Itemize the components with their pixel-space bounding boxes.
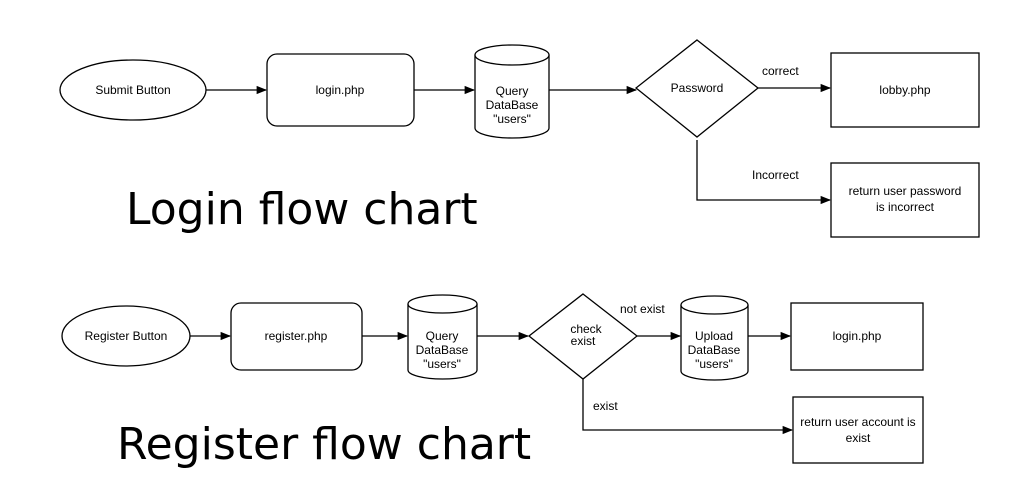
edge-label-not-exist: not exist <box>620 302 665 316</box>
return-account-line2: exist <box>846 431 871 445</box>
login-query-db-line1: Query <box>496 84 529 98</box>
register-php-label: register.php <box>265 329 328 343</box>
edge-label-exist: exist <box>593 399 618 413</box>
login-flow: Submit Button login.php Query DataBase "… <box>59 39 980 238</box>
check-label-line1: check <box>570 322 602 336</box>
upload-db-line3: "users" <box>695 357 733 371</box>
node-password-decision: Password <box>634 39 760 138</box>
register-login-php-label: login.php <box>833 329 882 343</box>
login-query-db-line3: "users" <box>493 112 531 126</box>
edge-check-exist <box>582 378 794 435</box>
register-query-db-line2: DataBase <box>416 343 469 357</box>
edge-label-incorrect: Incorrect <box>752 168 799 182</box>
register-query-db-line1: Query <box>426 329 459 343</box>
return-password-line2: is incorrect <box>876 200 935 214</box>
register-query-db-line3: "users" <box>423 357 461 371</box>
node-register-login-php: login.php <box>790 302 924 371</box>
upload-db-line2: DataBase <box>688 343 741 357</box>
check-label-line2: exist <box>571 334 596 348</box>
login-php-label: login.php <box>316 83 365 97</box>
node-return-account-exist: return user account is exist <box>792 396 924 464</box>
node-check-exist-decision: check exist <box>527 293 639 380</box>
return-password-line1: return user password <box>849 184 962 198</box>
node-lobby-php: lobby.php <box>830 52 980 128</box>
register-button-label: Register Button <box>85 329 168 343</box>
node-submit-button: Submit Button <box>59 59 207 121</box>
upload-db-line1: Upload <box>695 329 733 343</box>
node-login-php: login.php <box>266 53 415 127</box>
register-flow-title: Register flow chart <box>117 419 531 470</box>
node-login-query-database: Query DataBase "users" <box>474 44 550 139</box>
edge-label-correct: correct <box>762 64 799 78</box>
edge-password-incorrect <box>696 140 832 205</box>
login-flow-title: Login flow chart <box>126 184 478 235</box>
node-return-password-incorrect: return user password is incorrect <box>830 162 980 238</box>
register-flow: Register Button register.php Query DataB… <box>61 293 924 470</box>
submit-button-label: Submit Button <box>95 83 170 97</box>
lobby-php-label: lobby.php <box>879 83 930 97</box>
return-account-line1: return user account is <box>800 415 915 429</box>
password-label: Password <box>671 81 724 95</box>
node-upload-database: Upload DataBase "users" <box>680 295 749 381</box>
login-query-db-line2: DataBase <box>486 98 539 112</box>
node-register-query-database: Query DataBase "users" <box>407 294 478 380</box>
node-register-php: register.php <box>230 302 363 371</box>
node-register-button: Register Button <box>61 305 191 367</box>
